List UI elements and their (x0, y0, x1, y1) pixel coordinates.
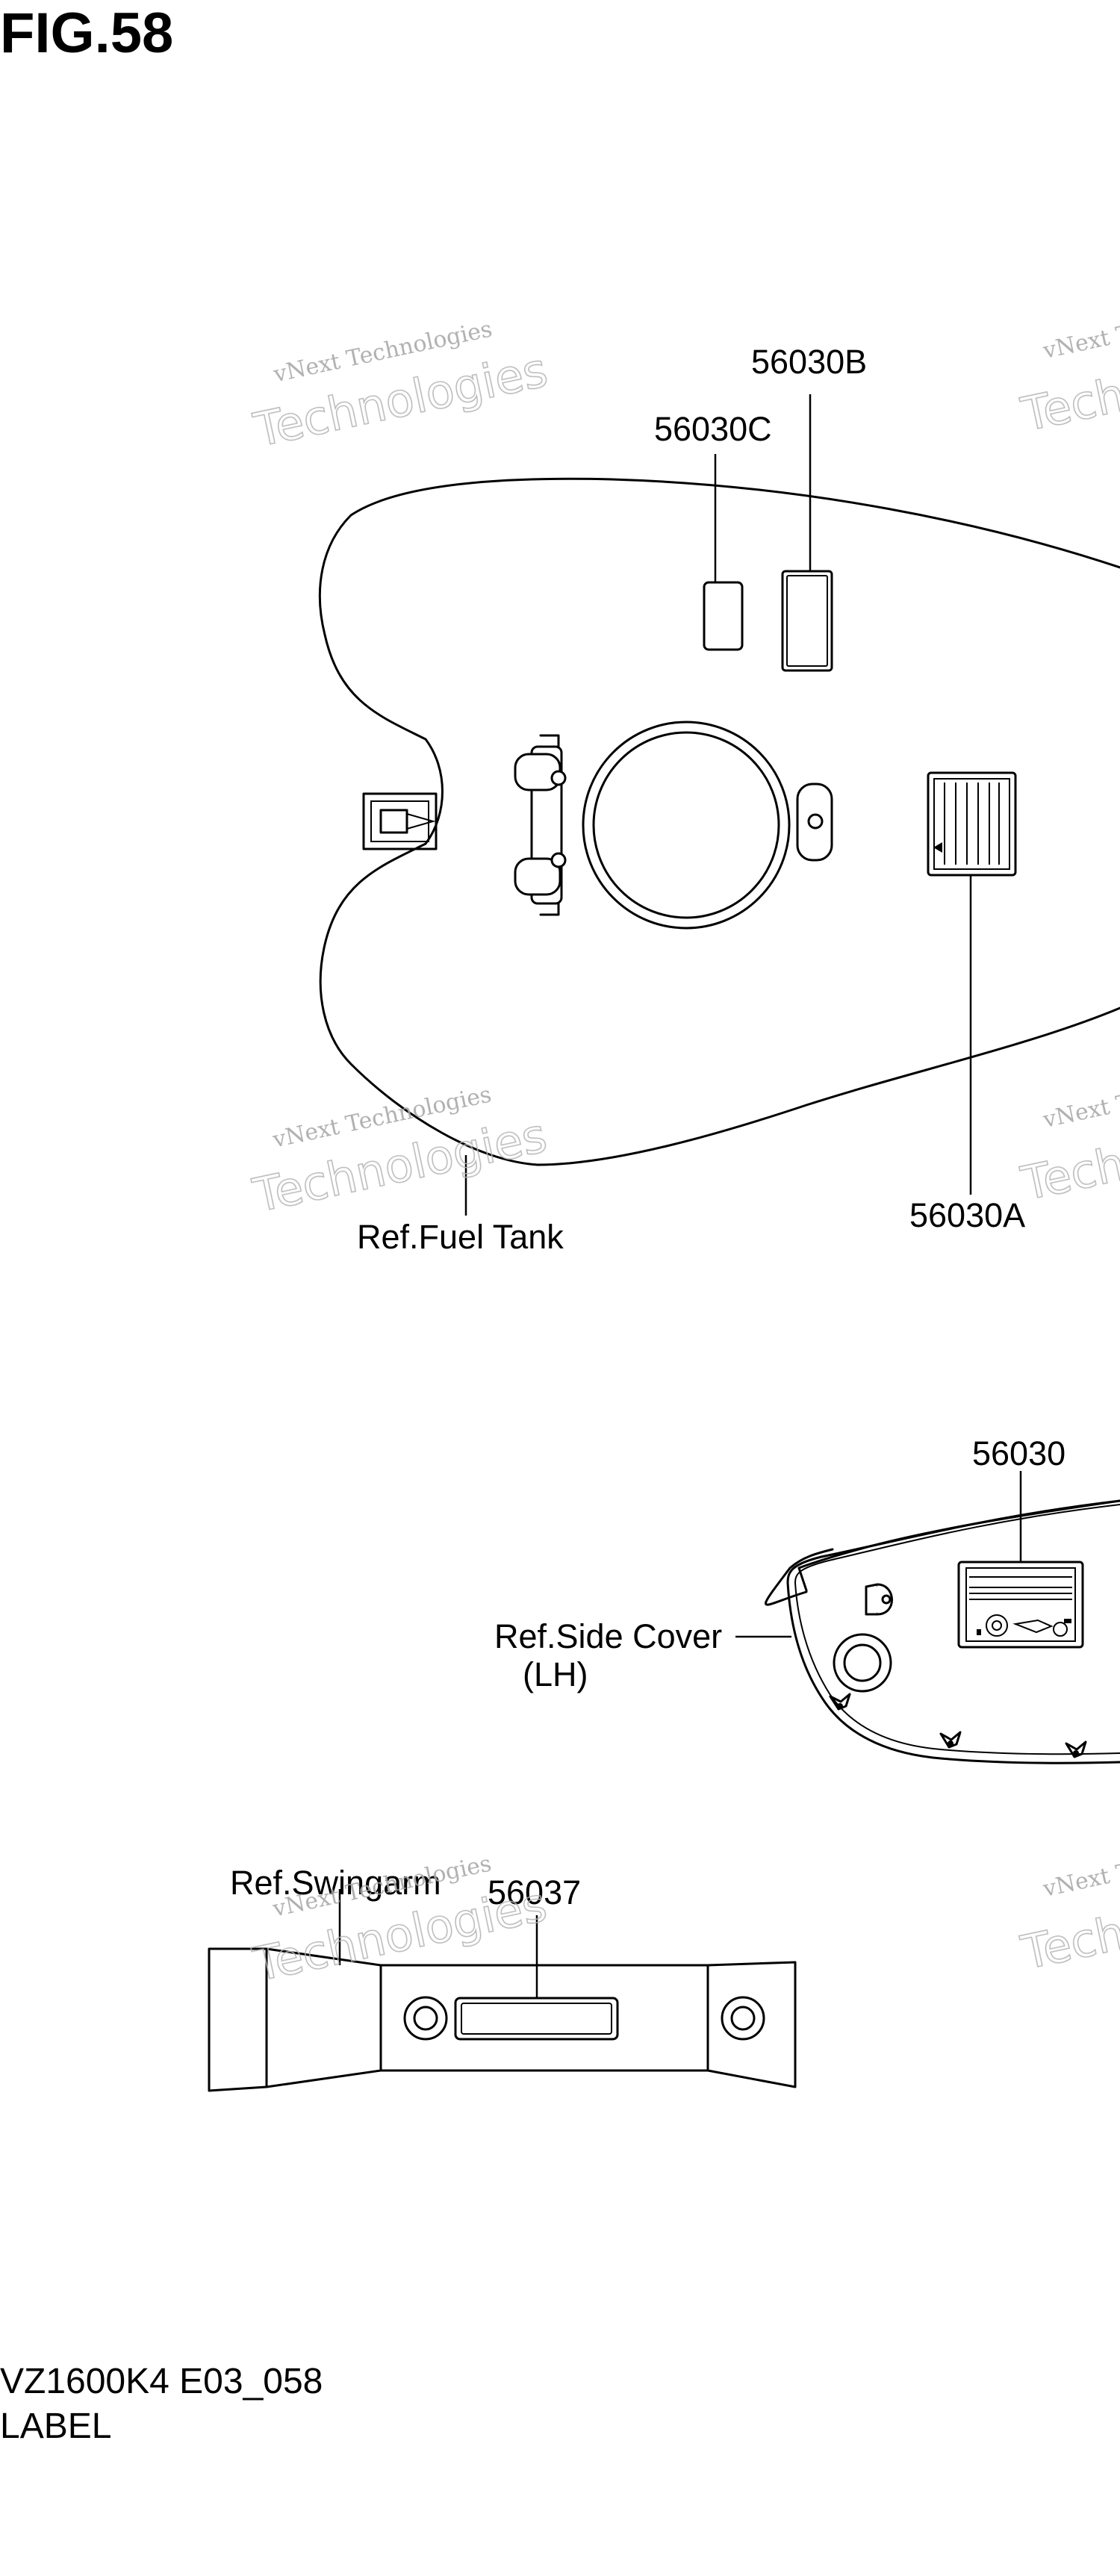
label-56030c-sticker (703, 581, 744, 651)
callout-ref-side-cover: Ref.Side Cover (494, 1617, 722, 1655)
callout-56030c: 56030C (654, 410, 772, 448)
callout-ref-side-cover-lh: (LH) (523, 1655, 588, 1693)
label-56030-sticker (957, 1561, 1084, 1649)
watermark-text: vNext Technologies (1040, 1831, 1120, 1903)
callout-56030: 56030 (972, 1434, 1065, 1472)
swingarm-outline (208, 1947, 797, 2092)
label-56030a-sticker (927, 771, 1017, 877)
swingarm-drawing (208, 1889, 797, 2092)
tank-front-tab (796, 783, 833, 862)
callout-56030b: 56030B (751, 343, 867, 381)
watermark-text: vNext Technologies (1040, 293, 1120, 364)
watermarks: vNext Technologies Technologies vNext Te… (248, 293, 1120, 1993)
model-code: VZ1600K4 E03_058 (0, 2362, 323, 2401)
fuel-cap-mount (514, 721, 791, 930)
figure-title: FIG.58 (0, 1, 173, 65)
callout-ref-fuel-tank: Ref.Fuel Tank (357, 1218, 564, 1256)
tank-rear-bracket (362, 792, 438, 850)
callout-56030a: 56030A (909, 1196, 1025, 1234)
callout-56037: 56037 (488, 1873, 581, 1911)
side-cover-outline (765, 1499, 1120, 1606)
figure-caption: LABEL (0, 2407, 111, 2446)
callout-ref-swingarm: Ref.Swingarm (230, 1864, 441, 1902)
side-cover-grommet (833, 1633, 892, 1693)
fuel-tank-drawing (318, 394, 1120, 1216)
label-56037-sticker (454, 1997, 619, 2041)
side-cover-drawing (735, 1471, 1120, 1764)
label-56030b-sticker (781, 570, 833, 672)
fuel-tank-outline (318, 477, 1120, 1166)
watermark-text: vNext Technologies (1040, 1062, 1120, 1133)
side-cover-clips (829, 1693, 1087, 1758)
